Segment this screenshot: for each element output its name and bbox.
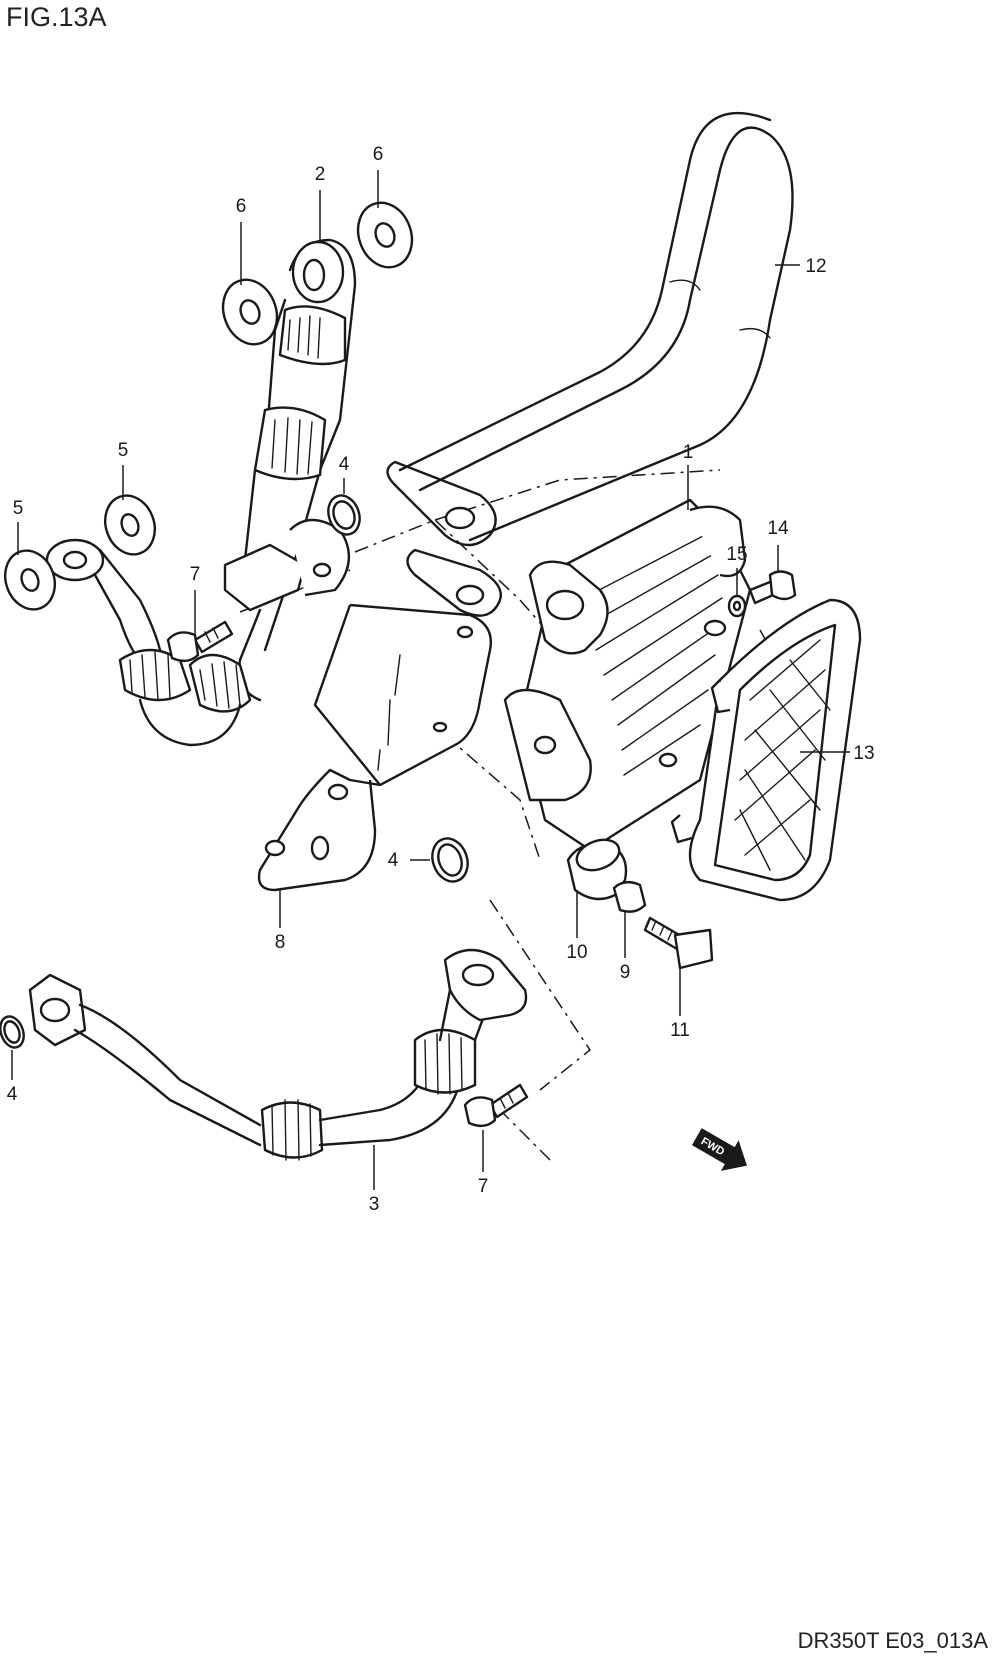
callout-6-left: 6 [236, 196, 247, 217]
fwd-arrow-icon: FWD [691, 1128, 747, 1171]
bracket-part-8 [257, 603, 492, 892]
banjo-hose [45, 538, 242, 747]
callout-6-right: 6 [373, 144, 384, 165]
callout-11: 11 [670, 1020, 690, 1041]
callout-3: 3 [369, 1194, 380, 1215]
pipe-part-3 [28, 948, 528, 1161]
callout-5-right: 5 [118, 440, 129, 461]
fasteners [166, 570, 797, 1128]
collar-part-9 [612, 880, 647, 913]
callout-1: 1 [683, 442, 694, 463]
callout-10: 10 [566, 942, 587, 963]
callout-5-left: 5 [13, 498, 24, 519]
callout-labels: 1 2 3 4 4 4 5 5 6 6 7 7 8 9 10 11 12 13 … [7, 144, 875, 1215]
callout-4-middle: 4 [388, 850, 399, 871]
callout-15: 15 [726, 544, 747, 565]
hose-part-2 [188, 238, 357, 713]
bolt-part-7-upper [193, 620, 234, 654]
figure-title: FIG.13A [6, 2, 107, 32]
callout-8: 8 [275, 932, 286, 953]
leader-lines [11, 170, 850, 1190]
callout-7-upper: 7 [190, 564, 201, 585]
callout-2: 2 [315, 164, 326, 185]
pipe-part-12 [386, 111, 794, 617]
cooler-guard-part-13 [670, 598, 862, 902]
callout-9: 9 [620, 962, 631, 983]
callout-12: 12 [805, 256, 826, 277]
callout-14: 14 [767, 518, 789, 539]
callout-7-lower: 7 [478, 1176, 489, 1197]
oil-cooler-part-1 [503, 498, 752, 852]
callout-4-lower: 4 [7, 1084, 18, 1105]
figure-code: DR350T E03_013A [797, 1628, 988, 1653]
callout-4-upper: 4 [339, 454, 350, 475]
washers [0, 201, 747, 1049]
callout-13: 13 [853, 743, 874, 764]
bolt-part-7-lower [488, 1083, 529, 1119]
